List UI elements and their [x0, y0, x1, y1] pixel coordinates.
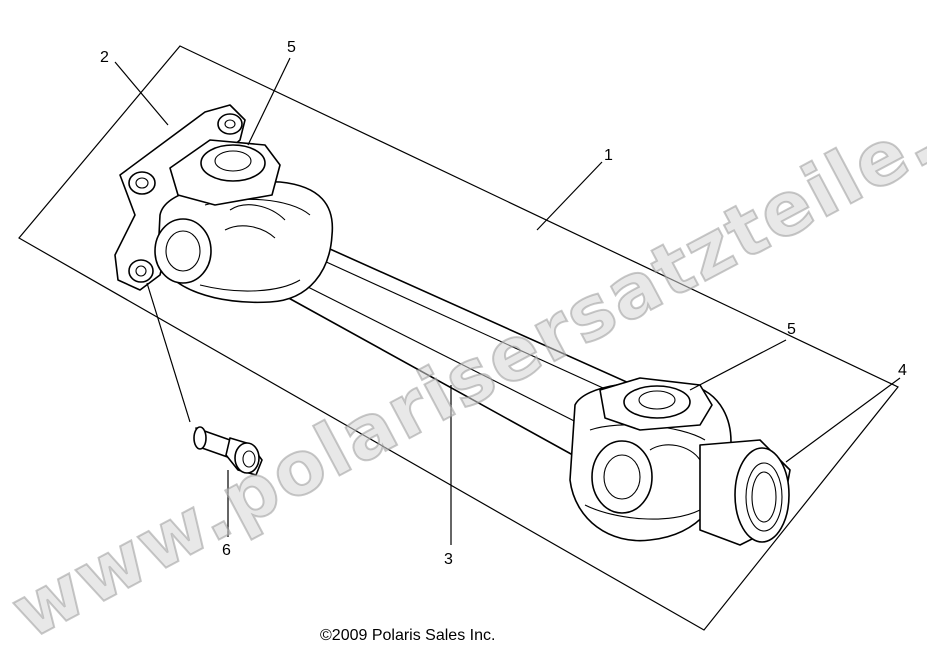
callout-5-rear: 5: [787, 321, 796, 338]
callout-5-front: 5: [287, 39, 296, 56]
callout-4: 4: [898, 362, 907, 379]
callout-1: 1: [604, 147, 613, 164]
callout-6: 6: [222, 542, 231, 559]
callout-3: 3: [444, 551, 453, 568]
rear-u-joint: [569, 377, 732, 542]
flange-bolt: [193, 426, 263, 476]
copyright-notice: ©2009 Polaris Sales Inc.: [320, 627, 495, 644]
watermark: www.polarisersatzteile.de: [0, 45, 927, 656]
callout-2: 2: [100, 49, 109, 66]
leader-lines: [114, 57, 901, 545]
splined-slip-yoke: [699, 439, 791, 546]
assembly-outline: [18, 45, 899, 631]
front-u-joint: [154, 139, 334, 304]
